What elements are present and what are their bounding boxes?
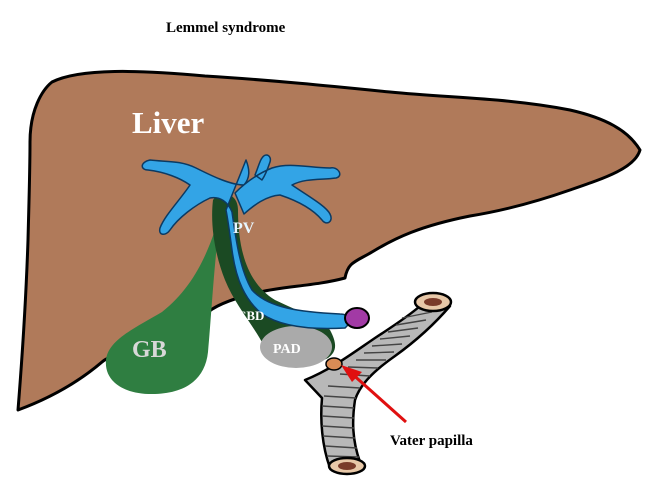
diagram-title: Lemmel syndrome <box>166 20 285 37</box>
vater-papilla-label: Vater papilla <box>390 433 473 449</box>
cbd-label: CBD <box>237 308 264 323</box>
liver-label: Liver <box>132 105 205 140</box>
papilla-shape <box>326 358 342 370</box>
gb-label: GB <box>132 337 167 363</box>
pad-label: PAD <box>273 342 301 357</box>
pv-label: PV <box>233 220 255 237</box>
portal-vein-end <box>345 308 369 328</box>
